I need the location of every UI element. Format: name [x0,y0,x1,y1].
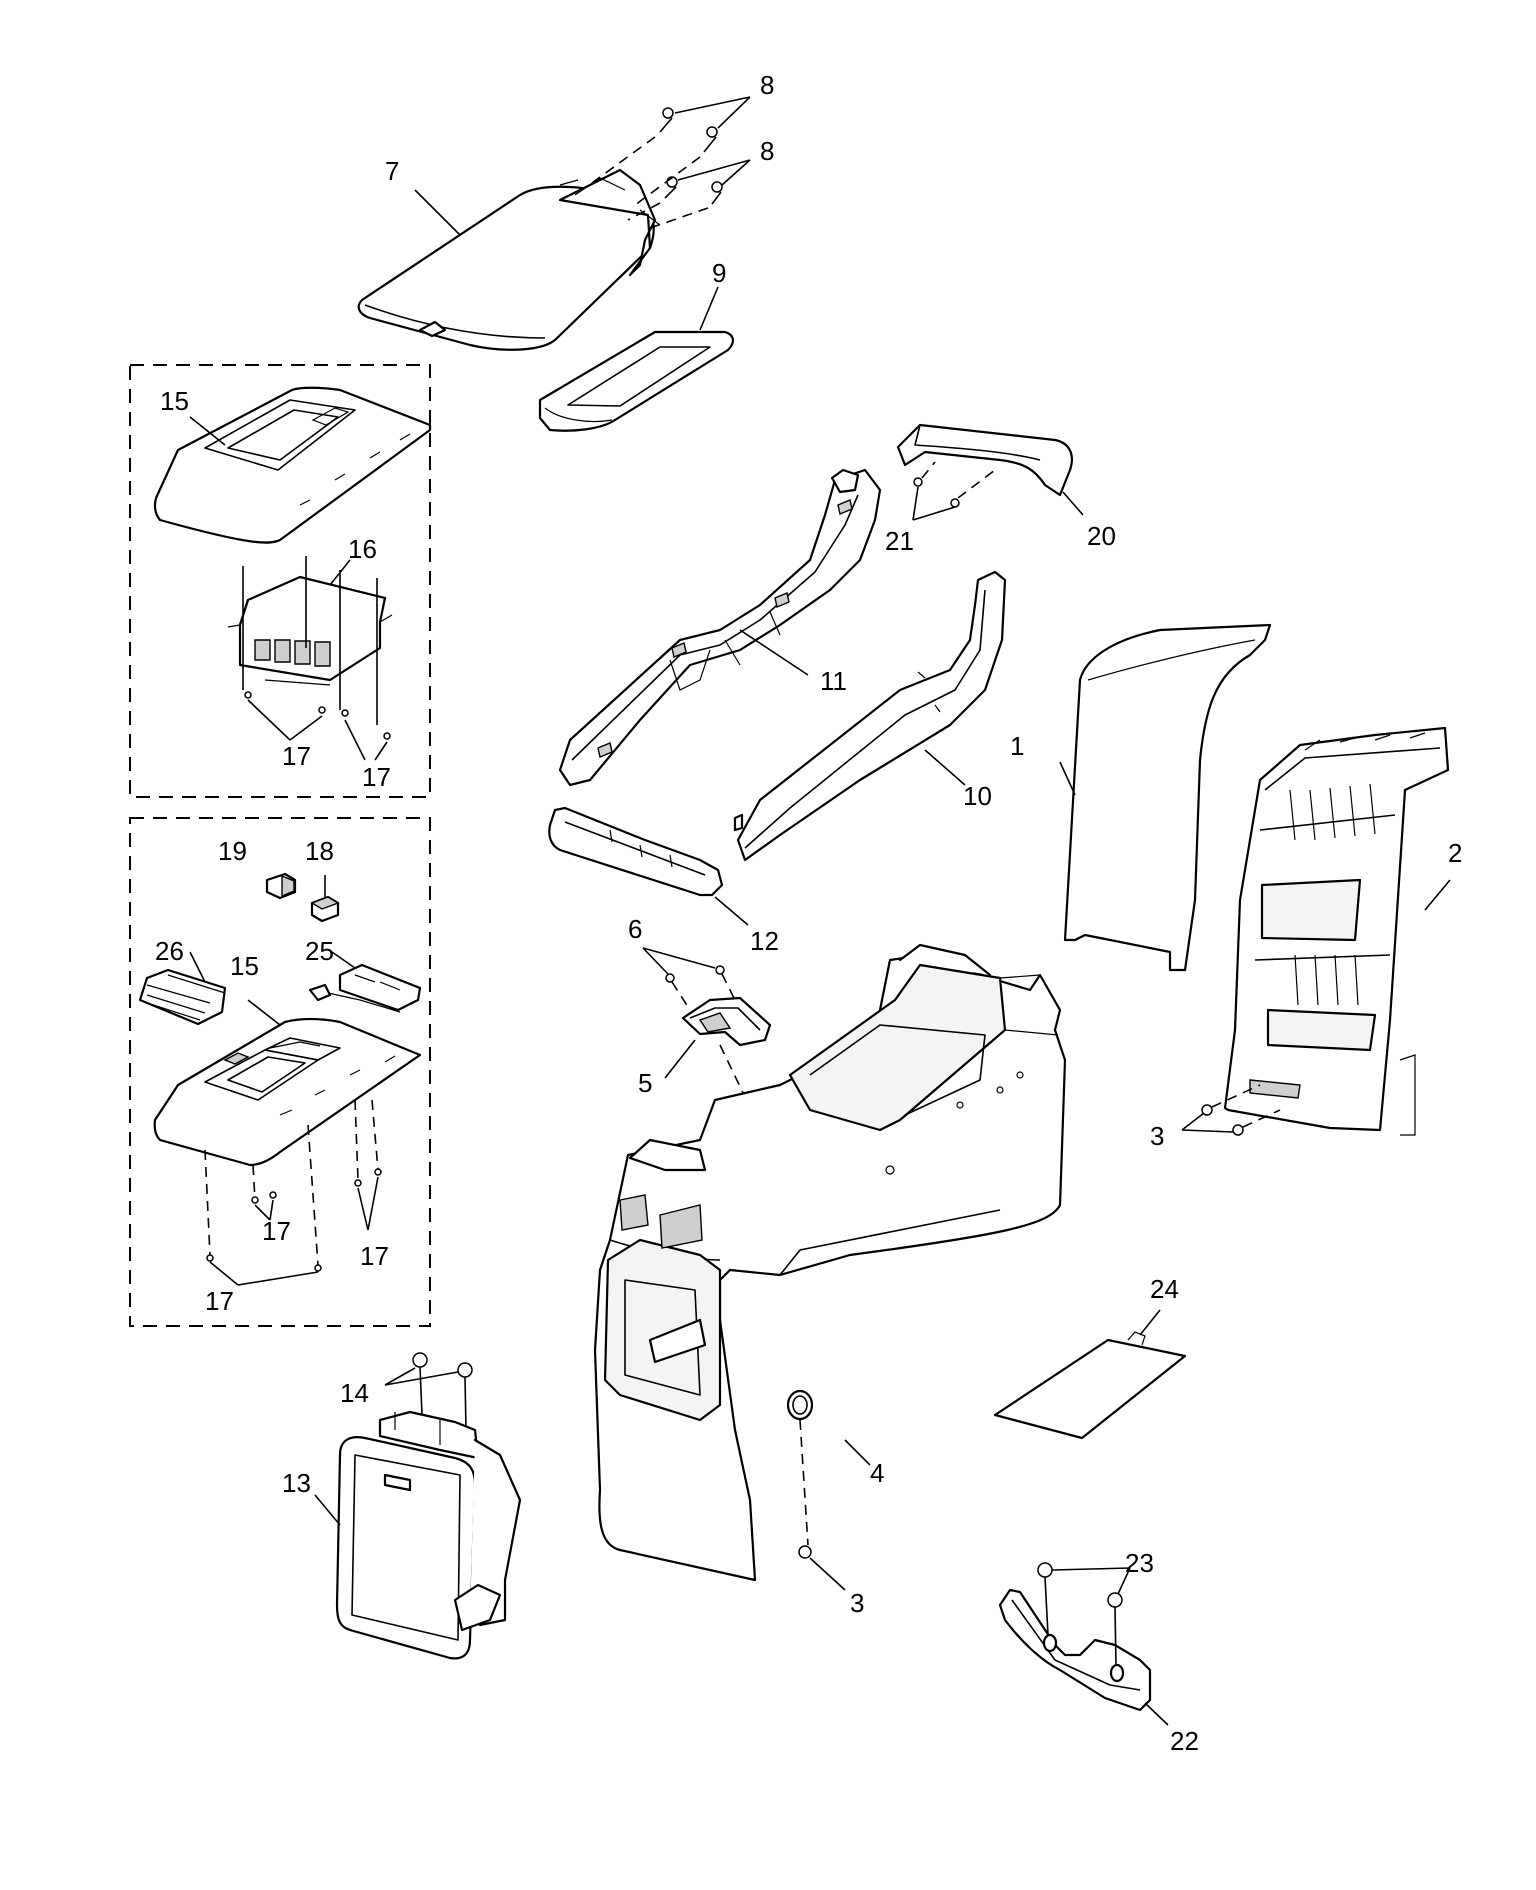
leader-20 [1062,491,1084,516]
callout-2: 2 [1448,838,1462,868]
lower-screws-17 [204,1099,382,1286]
callout-17c: 17 [262,1216,291,1246]
leader-17a [247,699,323,741]
callout-21: 21 [885,526,914,556]
group-box-upper [129,364,431,798]
callout-4: 4 [870,1458,884,1488]
part-clip-18 [310,875,340,923]
leader-17b [344,719,388,761]
callout-13: 13 [282,1468,311,1498]
part-switch-26 [138,951,227,1026]
callout-17e: 17 [205,1286,234,1316]
part-switch-25 [308,951,422,1013]
callout-10: 10 [963,781,992,811]
leader-4 [844,1439,871,1466]
callout-18: 18 [305,836,334,866]
callout-15b: 15 [230,951,259,981]
callout-3b: 3 [850,1588,864,1618]
callout-12: 12 [750,926,779,956]
part-side-trim-11 [558,468,882,787]
part-front-trim-12 [548,806,724,897]
callout-8b: 8 [760,136,774,166]
part-mat-24 [993,1309,1187,1440]
callout-23: 23 [1125,1548,1154,1578]
callout-17d: 17 [360,1241,389,1271]
callout-5: 5 [638,1068,652,1098]
callout-8a: 8 [760,70,774,100]
part-bracket-5 [664,996,772,1079]
callout-25: 25 [305,936,334,966]
part-clip-19 [265,872,297,900]
part-rear-panel-13 [335,1410,522,1660]
screws-14 [384,1352,473,1431]
callout-15a: 15 [160,386,189,416]
part-armrest-lid [357,168,661,351]
part-bezel-upper [153,386,432,544]
callout-14: 14 [340,1378,369,1408]
part-bezel-lower [153,999,422,1167]
screw-3-lower [798,1419,846,1591]
callout-9: 9 [712,258,726,288]
part-storage-tray [538,330,734,432]
callout-20: 20 [1087,521,1116,551]
part-end-cap-20 [896,423,1073,497]
callout-7: 7 [385,156,399,186]
callout-3a: 3 [1150,1121,1164,1151]
leader-15a [189,416,226,446]
callout-17a: 17 [282,741,311,771]
part-long-trim-10 [733,570,1007,862]
callout-22: 22 [1170,1726,1199,1756]
leader-7 [414,189,461,236]
leader-12 [714,896,749,926]
leader-11 [739,629,809,676]
callout-1: 1 [1010,731,1024,761]
callout-17b: 17 [362,762,391,792]
callout-6: 6 [628,914,642,944]
callout-24: 24 [1150,1274,1179,1304]
part-console-body-4 [593,943,1067,1582]
leader-1 [1059,761,1076,796]
callout-16: 16 [348,534,377,564]
callout-11: 11 [820,666,847,696]
callout-26: 26 [155,936,184,966]
part-back-panel-1 [1063,623,1272,972]
leader-13 [314,1494,341,1526]
leader-9 [699,286,719,331]
leader-2 [1424,879,1451,911]
nuts-23 [1037,1562,1131,1666]
screws-3-upper [1181,1084,1281,1136]
part-inner-bracket-2 [1223,726,1450,1136]
part-control-module [227,556,393,740]
part-bracket-22 [998,1588,1152,1712]
callout-19: 19 [218,836,247,866]
screws-21 [912,461,996,521]
screws-8 [584,96,751,229]
screws-6 [642,947,736,1011]
leader-10 [924,749,966,786]
group-box-lower [129,817,431,1327]
leader-22 [1144,1702,1169,1726]
